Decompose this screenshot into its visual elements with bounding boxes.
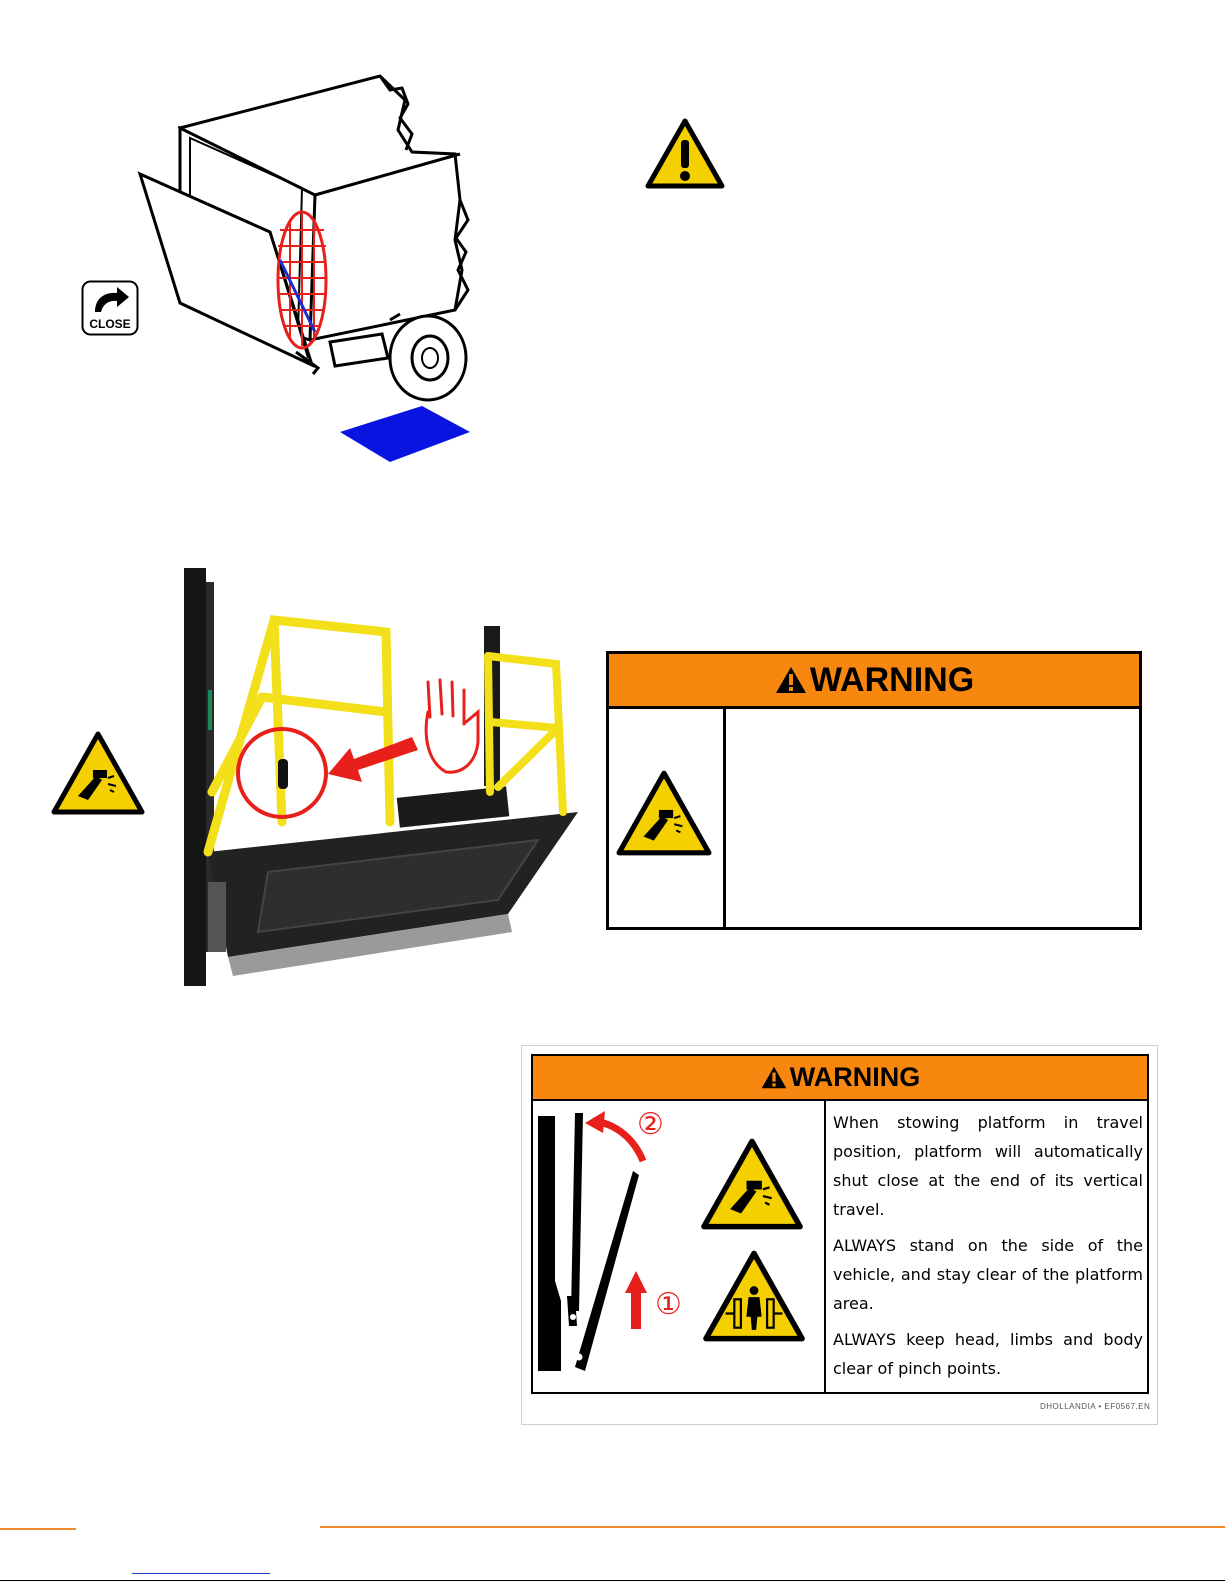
tail-lift-photo <box>178 562 588 992</box>
footer-bottom-rule <box>0 1580 1225 1581</box>
hand-crush-hazard-icon <box>701 1138 803 1230</box>
sticker-divider <box>824 1101 826 1392</box>
warning-box: WARNING <box>606 651 1142 930</box>
warning-sticker-frame <box>521 1045 1158 1425</box>
sticker-paragraph-3: ALWAYS keep head, limbs and body clear o… <box>833 1330 1143 1378</box>
sticker-header: WARNING <box>533 1056 1147 1101</box>
sticker-title: WARNING <box>789 1062 921 1092</box>
sticker-paragraph-2: ALWAYS stand on the side of the vehicle,… <box>833 1236 1143 1313</box>
step-2-label: ② <box>637 1107 664 1142</box>
footer-line-right <box>320 1526 1225 1528</box>
sticker-text: When stowing platform in travel position… <box>833 1108 1143 1390</box>
close-button-icon: CLOSE <box>81 280 139 336</box>
warning-triangle-icon <box>761 1066 787 1089</box>
step-1-label: ① <box>655 1287 682 1322</box>
footer-line-left <box>0 1528 76 1530</box>
warning-icon-cell <box>609 709 726 927</box>
warning-triangle-icon <box>775 667 806 693</box>
warning-sticker: WARNING ② ① <box>531 1054 1149 1394</box>
close-label: CLOSE <box>89 317 131 331</box>
sticker-code: DHOLLANDIA • EF0567.EN <box>1040 1402 1151 1411</box>
warning-header: WARNING <box>609 654 1139 709</box>
body-crush-hazard-icon <box>703 1250 805 1342</box>
sticker-paragraph-1: When stowing platform in travel position… <box>833 1113 1143 1219</box>
hand-crush-hazard-icon <box>616 770 712 856</box>
stow-diagram: ② ① <box>533 1101 823 1391</box>
general-warning-icon <box>645 118 725 190</box>
curved-arrow-icon <box>95 287 129 312</box>
truck-illustration <box>130 70 480 470</box>
footer-link[interactable] <box>132 1573 270 1574</box>
hand-crush-hazard-icon <box>50 730 146 816</box>
warning-title: WARNING <box>809 660 975 699</box>
